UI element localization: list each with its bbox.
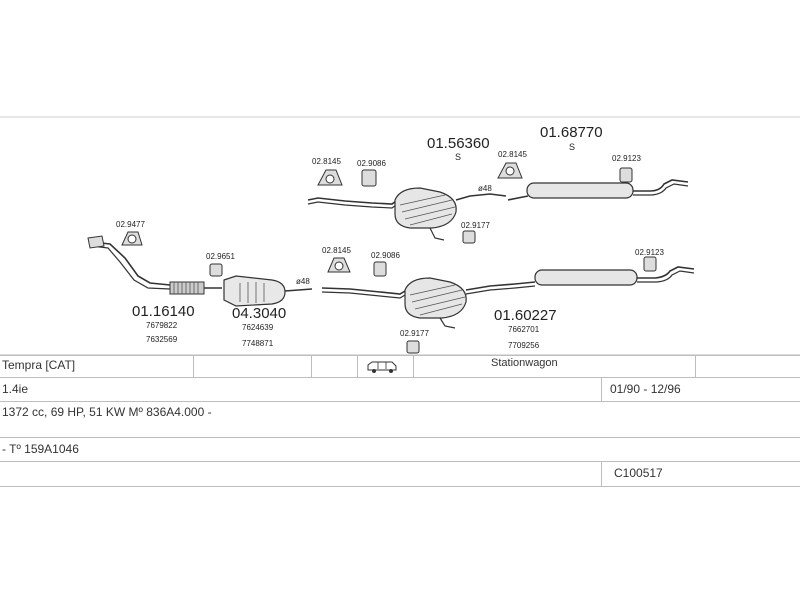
small-part-d: 02.9086 <box>357 159 386 168</box>
lower-inlet-pipe <box>321 287 411 295</box>
small-part-j: 02.9177 <box>400 329 429 338</box>
part-code-011614: 01.16140 <box>132 303 195 320</box>
diameter-label-2: ø48 <box>296 277 310 286</box>
part-code-015636: 01.56360 <box>427 135 490 152</box>
front-downpipe <box>91 241 171 286</box>
lower-hangers <box>121 231 657 354</box>
part-ref-011614-2: 7632569 <box>146 335 178 344</box>
vehicle-spec: 1372 cc, 69 HP, 51 KW Mº 836A4.000 - <box>2 405 212 419</box>
hanger-i-icon <box>373 261 387 277</box>
upper-mid-pipe <box>455 193 507 201</box>
part-ref-043040-1: 7624639 <box>242 323 274 332</box>
small-part-g: 02.9177 <box>461 221 490 230</box>
part-suffix-016877: S <box>569 142 575 152</box>
part-suffix-015636: S <box>455 152 461 162</box>
part-ref-011614-1: 7679822 <box>146 321 178 330</box>
part-ref-016022-2: 7709256 <box>508 341 540 350</box>
info-row-engine: 1.4ie 01/90 - 12/96 <box>0 377 800 402</box>
part-code-016022: 01.60227 <box>494 307 557 324</box>
part-ref-043040-2: 7748871 <box>242 339 274 348</box>
upper-hangers <box>317 162 633 244</box>
center-silencer-upper <box>394 187 457 229</box>
upper-assembly <box>307 179 689 241</box>
catalytic-converter <box>223 275 286 307</box>
small-part-b: 02.9651 <box>206 252 235 261</box>
small-part-e: 02.8145 <box>498 150 527 159</box>
lower-tailpipe <box>637 266 695 279</box>
info-row-catalog: C100517 <box>0 461 800 487</box>
vehicle-body: Stationwagon <box>491 357 558 369</box>
hanger-g-icon <box>462 230 476 244</box>
diameter-label-1: ø48 <box>478 184 492 193</box>
hanger-d-icon <box>361 169 377 187</box>
part-code-016877: 01.68770 <box>540 124 603 141</box>
hanger-b-icon <box>209 263 223 277</box>
catalog-number: C100517 <box>614 466 663 480</box>
part-ref-016022-1: 7662701 <box>508 325 540 334</box>
flex-pipe <box>169 281 205 295</box>
small-part-i: 02.9086 <box>371 251 400 260</box>
lower-assembly <box>87 235 695 329</box>
station-wagon-icon <box>367 361 397 373</box>
vehicle-type: - Tº 159A1046 <box>2 442 79 456</box>
lower-mid-pipe <box>465 281 536 291</box>
small-part-h: 02.8145 <box>322 246 351 255</box>
info-row-type: - Tº 159A1046 <box>0 437 800 462</box>
info-row-model: Tempra [CAT] Stationwagon <box>0 355 800 378</box>
info-row-spec: 1372 cc, 69 HP, 51 KW Mº 836A4.000 - <box>0 401 800 438</box>
vehicle-model: Tempra [CAT] <box>2 358 76 372</box>
hanger-j-icon <box>406 340 420 354</box>
rear-silencer-upper <box>526 182 634 199</box>
vehicle-years: 01/90 - 12/96 <box>610 382 681 396</box>
rear-silencer-lower <box>534 269 638 286</box>
hanger-f-icon <box>619 167 633 183</box>
small-part-c: 02.8145 <box>312 157 341 166</box>
rear-connector <box>507 195 529 201</box>
small-part-f: 02.9123 <box>612 154 641 163</box>
small-part-k: 02.9123 <box>635 248 664 257</box>
upper-inlet-pipe <box>307 197 401 205</box>
vehicle-engine: 1.4ie <box>2 382 29 396</box>
cat-outlet-pipe <box>284 288 313 292</box>
small-part-a: 02.9477 <box>116 220 145 229</box>
manifold-flange-icon <box>87 235 105 249</box>
upper-tailpipe <box>633 179 689 192</box>
part-code-043040: 04.3040 <box>232 305 286 322</box>
center-silencer-lower <box>404 277 467 319</box>
hanger-k-icon <box>643 256 657 272</box>
